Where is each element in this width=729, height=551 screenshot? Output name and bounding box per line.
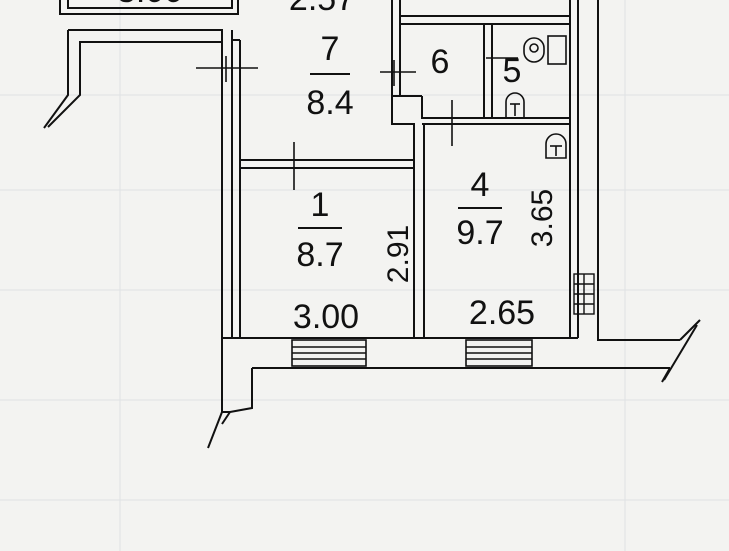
walls	[43, 0, 701, 449]
room-4-area: 9.7	[456, 214, 503, 252]
room-4-depth: 3.65	[526, 189, 559, 247]
door-marks	[196, 56, 518, 190]
window-room-1	[291, 339, 367, 367]
room-1-number: 1	[311, 186, 330, 224]
room-1-width: 3.00	[293, 298, 359, 336]
top-left-partial-label: 3.00	[117, 0, 183, 10]
bath-icon	[505, 92, 525, 118]
toilet-icon	[523, 35, 567, 65]
stove-icon	[573, 273, 595, 315]
room-1-depth: 2.91	[382, 225, 415, 283]
room-5-number: 5	[503, 52, 522, 90]
room-7-area: 8.4	[306, 84, 353, 122]
room-7: 7 8.4	[306, 30, 353, 122]
sink-icon	[545, 133, 567, 159]
room-1: 1 8.7 3.00 2.91	[293, 186, 415, 336]
top-center-partial-label: 2.57	[289, 0, 355, 18]
room-4-width: 2.65	[469, 294, 535, 332]
window-room-4	[465, 339, 533, 367]
room-4: 4 9.7 2.65 3.65	[456, 166, 559, 332]
room-4-number: 4	[471, 166, 490, 204]
room-7-number: 7	[321, 30, 340, 68]
room-1-area: 8.7	[296, 236, 343, 274]
room-6-number: 6	[431, 43, 450, 81]
